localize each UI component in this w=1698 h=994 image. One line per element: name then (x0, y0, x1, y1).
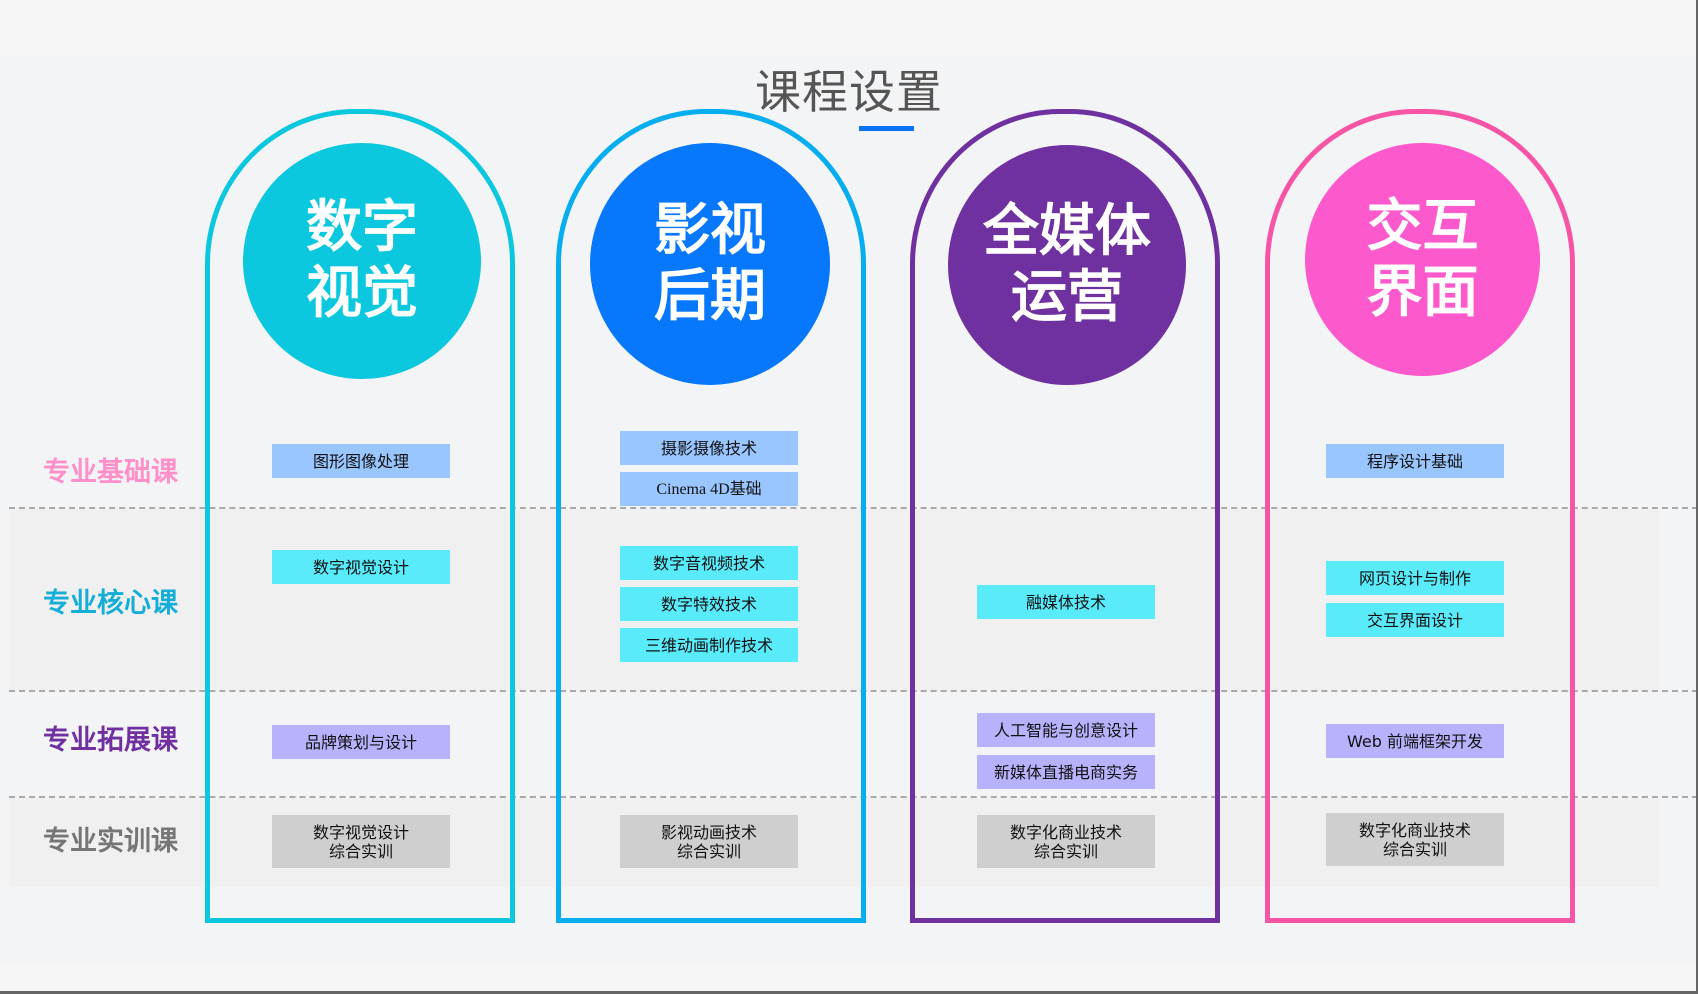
circle-title-line1: 影视 (654, 198, 766, 263)
row-label-basic: 专业基础课 (43, 457, 178, 488)
window-right-border (1696, 0, 1698, 994)
circle-title-line1: 数字 (306, 195, 418, 260)
course-box: 新媒体直播电商实务 (977, 755, 1155, 789)
divider-basic-core (9, 507, 1698, 509)
column-film-post (556, 109, 866, 923)
course-box: 交互界面设计 (1326, 603, 1504, 637)
circle-title-line1: 全媒体 (983, 199, 1151, 264)
course-box: 融媒体技术 (977, 585, 1155, 619)
title-underline (859, 126, 914, 131)
course-box: 数字视觉设计 (272, 550, 450, 584)
circle-title-line2: 视觉 (306, 261, 418, 326)
circle-title-line2: 运营 (1011, 265, 1123, 330)
circle-title-line2: 界面 (1366, 259, 1479, 325)
core-row-band (9, 509, 1659, 691)
page-title: 课程设置 (755, 65, 943, 119)
window-bottom-border (0, 991, 1698, 994)
course-line2: 综合实训 (328, 841, 393, 861)
course-box: 数字特效技术 (620, 587, 798, 621)
circle-title-line1: 交互 (1366, 193, 1479, 259)
course-line1: 数字化商业技术 (1358, 820, 1471, 840)
course-box: 图形图像处理 (272, 444, 450, 478)
course-box: Cinema 4D基础 (620, 472, 798, 506)
course-box: 数字音视频技术 (620, 546, 798, 580)
course-box: 影视动画技术 综合实训 (620, 815, 798, 868)
course-line1: 影视动画技术 (660, 822, 757, 842)
column-all-media (910, 109, 1220, 923)
course-box: 数字视觉设计 综合实训 (272, 815, 450, 868)
circle-title-line2: 后期 (654, 264, 766, 329)
course-box: 摄影摄像技术 (620, 431, 798, 465)
course-box: 人工智能与创意设计 (977, 713, 1155, 747)
course-box: 数字化商业技术 综合实训 (1326, 813, 1504, 866)
course-line1: 数字化商业技术 (1009, 822, 1122, 842)
column-digital-visual (205, 109, 515, 923)
row-label-practice: 专业实训课 (43, 826, 178, 857)
course-box: 三维动画制作技术 (620, 628, 798, 662)
course-box: 程序设计基础 (1326, 444, 1504, 478)
course-line2: 综合实训 (1033, 841, 1098, 861)
course-line1: 数字视觉设计 (312, 822, 409, 842)
row-label-core: 专业核心课 (43, 588, 178, 619)
circle-interaction-ui: 交互 界面 (1305, 143, 1540, 376)
course-box: 网页设计与制作 (1326, 561, 1504, 595)
circle-digital-visual: 数字 视觉 (243, 143, 481, 379)
course-box: 品牌策划与设计 (272, 725, 450, 759)
divider-core-extension (9, 690, 1698, 692)
course-box: Web 前端框架开发 (1326, 724, 1504, 758)
circle-all-media: 全媒体 运营 (948, 145, 1186, 385)
row-label-extension: 专业拓展课 (43, 725, 178, 756)
column-interaction-ui (1265, 109, 1575, 923)
circle-film-post: 影视 后期 (590, 143, 830, 385)
course-line2: 综合实训 (676, 841, 741, 861)
course-line2: 综合实训 (1382, 839, 1447, 859)
course-box: 数字化商业技术 综合实训 (977, 815, 1155, 868)
